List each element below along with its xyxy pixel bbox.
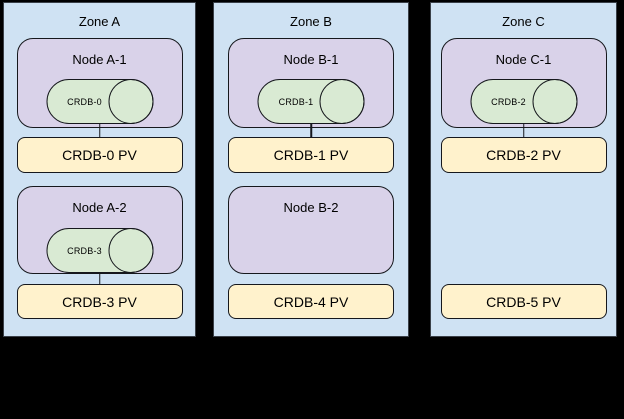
zone-b-box: Zone B Node B-1 CRDB-1 CRDB-1 PV Node B-… xyxy=(213,2,409,337)
pod-crdb-2-cylinder-icon: CRDB-2 xyxy=(470,79,577,124)
node-b-2-label: Node B-2 xyxy=(283,200,339,215)
cylinder-cap xyxy=(532,79,577,124)
connector-line xyxy=(310,123,312,137)
node-c-1-label: Node C-1 xyxy=(495,52,552,67)
zone-a-title: Zone A xyxy=(78,14,121,29)
pv-crdb-3-label: CRDB-3 PV xyxy=(62,293,137,310)
pod-crdb-3-cylinder-icon: CRDB-3 xyxy=(46,228,153,273)
node-b-1-label: Node B-1 xyxy=(283,52,339,67)
zone-b-title: Zone B xyxy=(290,14,332,29)
zone-c-title: Zone C xyxy=(502,14,545,29)
pod-crdb-0-label: CRDB-0 xyxy=(67,96,102,107)
cylinder-cap xyxy=(108,79,153,124)
connector-line xyxy=(98,123,101,137)
pv-crdb-1-label: CRDB-1 PV xyxy=(273,147,349,163)
connector-line xyxy=(522,123,525,137)
node-b-2-box: Node B-2 xyxy=(228,186,394,274)
cylinder-cap xyxy=(319,79,365,124)
connector-line xyxy=(98,272,101,284)
zone-c-box: Zone C Node C-1 CRDB-2 CRDB-2 PV CRDB-5 … xyxy=(430,2,617,337)
cylinder-cap xyxy=(108,228,153,273)
node-a-2-box: Node A-2 CRDB-3 xyxy=(16,186,183,274)
pv-crdb-5-label: CRDB-5 PV xyxy=(486,293,561,310)
node-b-1-box: Node B-1 CRDB-1 xyxy=(228,38,394,128)
pv-crdb-0-label: CRDB-0 PV xyxy=(62,147,137,163)
pod-crdb-0-cylinder-icon: CRDB-0 xyxy=(46,79,153,124)
node-c-1-box: Node C-1 CRDB-2 xyxy=(440,38,607,128)
pv-crdb-1-box: CRDB-1 PV xyxy=(228,137,394,173)
node-a-1-label: Node A-1 xyxy=(72,52,127,67)
node-a-1-box: Node A-1 CRDB-0 xyxy=(16,38,183,128)
pod-crdb-3-label: CRDB-3 xyxy=(67,245,102,256)
pv-crdb-4-box: CRDB-4 PV xyxy=(228,284,394,319)
pod-crdb-1-cylinder-icon: CRDB-1 xyxy=(257,79,365,124)
pv-crdb-2-label: CRDB-2 PV xyxy=(486,147,561,163)
pod-crdb-1-label: CRDB-1 xyxy=(278,96,314,107)
pv-crdb-3-box: CRDB-3 PV xyxy=(16,284,183,319)
zone-a-box: Zone A Node A-1 CRDB-0 CRDB-0 PV Node A-… xyxy=(3,2,196,337)
node-a-2-label: Node A-2 xyxy=(72,200,127,215)
pv-crdb-5-box: CRDB-5 PV xyxy=(440,284,607,319)
pv-crdb-2-box: CRDB-2 PV xyxy=(440,137,607,173)
pv-crdb-4-label: CRDB-4 PV xyxy=(273,293,349,310)
pod-crdb-2-label: CRDB-2 xyxy=(491,96,526,107)
pv-crdb-0-box: CRDB-0 PV xyxy=(16,137,183,173)
